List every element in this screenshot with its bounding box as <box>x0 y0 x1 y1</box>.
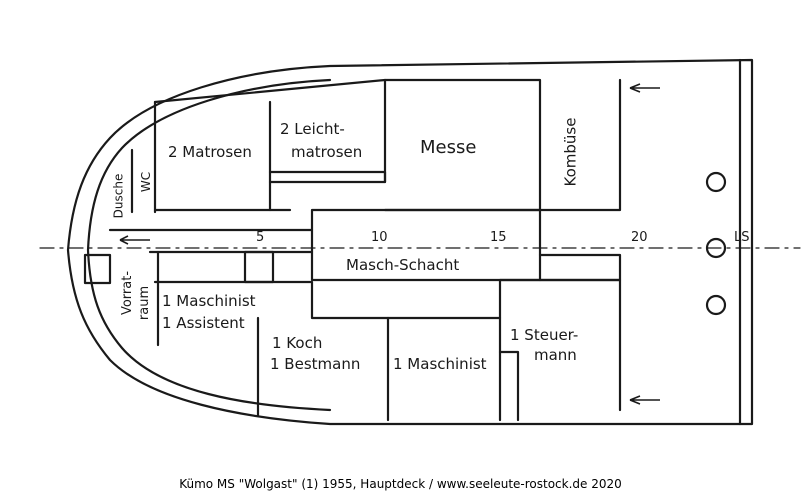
room-maschinist-line2: 1 Assistent <box>162 314 245 332</box>
room-maschinist2: 1 Maschinist <box>393 355 487 373</box>
room-leicht-line1: 2 Leicht- <box>280 120 345 138</box>
stair-arrow-icon <box>119 235 150 245</box>
stair-arrow-icon <box>629 395 660 405</box>
room-kombuese: Kombüse <box>535 118 605 187</box>
bow-box <box>83 253 112 285</box>
bollard-icon <box>705 171 727 193</box>
frame-5: 5 <box>256 230 265 245</box>
stair-arrow-icon <box>629 83 660 93</box>
room-koch-line2: 1 Bestmann <box>270 355 361 373</box>
room-maschinist-line1: 1 Maschinist <box>162 292 256 310</box>
room-dusche-text: Dusche <box>111 173 126 219</box>
frame-10: 10 <box>371 230 388 245</box>
room-koch-line1: 1 Koch <box>272 334 323 352</box>
frame-20: 20 <box>631 230 648 245</box>
room-steuer-line2: mann <box>534 346 577 364</box>
bulwark-line <box>86 78 332 412</box>
frame-ls: LS <box>734 230 750 245</box>
room-matrosen: 2 Matrosen <box>168 143 252 161</box>
room-schacht: Masch-Schacht <box>346 256 460 274</box>
room-vorraum-line2: raum <box>137 285 152 321</box>
shaft-right <box>538 253 622 282</box>
wall-top <box>153 78 622 212</box>
hull-outline <box>66 58 754 426</box>
room-steuer-line1: 1 Steuer- <box>510 326 579 344</box>
wall-leicht-bottom <box>268 170 387 184</box>
frame-15: 15 <box>490 230 507 245</box>
hatch <box>243 250 275 284</box>
engine-shaft <box>310 208 542 282</box>
room-wc-text: WC <box>139 171 154 193</box>
room-messe: Messe <box>420 137 477 158</box>
image-caption: Kümo MS "Wolgast" (1) 1955, Hauptdeck / … <box>179 477 622 491</box>
bollard-icon <box>705 237 727 259</box>
room-wc: WC <box>136 171 156 193</box>
bollard-icon <box>705 294 727 316</box>
room-kombuese-text: Kombüse <box>560 117 579 187</box>
room-dusche: Dusche <box>96 174 125 219</box>
steuer-notch <box>498 350 520 422</box>
room-leicht-line2: matrosen <box>291 143 363 161</box>
